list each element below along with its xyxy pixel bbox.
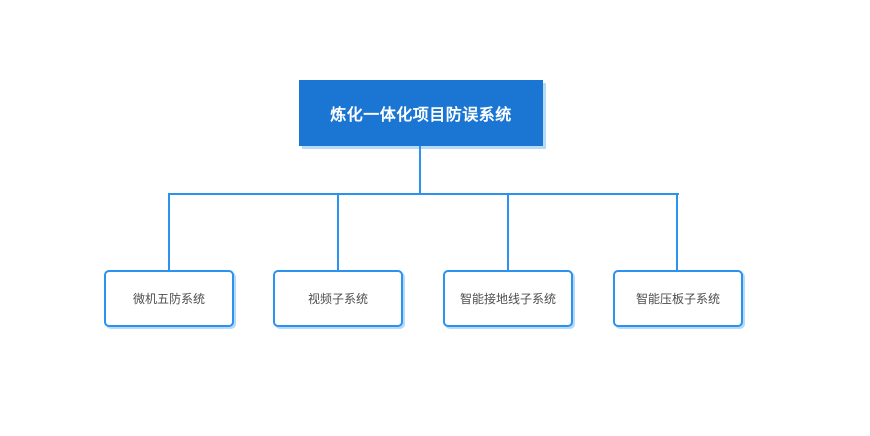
- connector-root-stem: [419, 146, 421, 194]
- connector-drop-3: [507, 193, 509, 271]
- connector-drop-4: [676, 193, 678, 271]
- node-child-pressure-plate[interactable]: 智能压板子系统: [613, 270, 743, 327]
- connector-drop-1: [168, 193, 170, 271]
- connector-drop-2: [337, 193, 339, 271]
- node-child-wjwf[interactable]: 微机五防系统: [104, 270, 234, 327]
- connector-horizontal-bus: [168, 193, 679, 195]
- node-root[interactable]: 炼化一体化项目防误系统: [299, 80, 543, 146]
- node-child-video[interactable]: 视频子系统: [273, 270, 403, 327]
- node-child-grounding-wire[interactable]: 智能接地线子系统: [443, 270, 573, 327]
